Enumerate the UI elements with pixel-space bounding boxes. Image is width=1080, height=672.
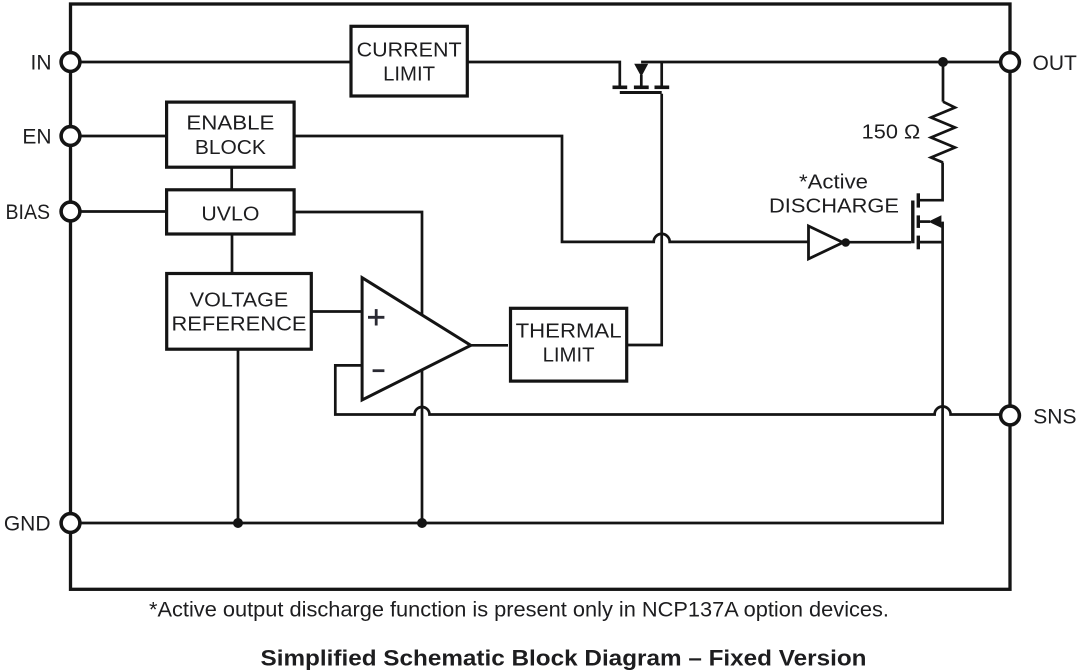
svg-text:THERMAL: THERMAL: [516, 321, 622, 343]
svg-text:UVLO: UVLO: [201, 204, 259, 226]
svg-text:*Active output discharge funct: *Active output discharge function is pre…: [149, 598, 889, 621]
svg-text:EN: EN: [22, 126, 51, 149]
svg-text:SNS: SNS: [1033, 405, 1076, 428]
svg-text:BIAS: BIAS: [6, 201, 51, 224]
svg-text:150 Ω: 150 Ω: [862, 122, 921, 144]
svg-text:GND: GND: [4, 513, 51, 536]
svg-text:CURRENT: CURRENT: [357, 40, 462, 62]
svg-text:DISCHARGE: DISCHARGE: [769, 196, 899, 218]
svg-text:LIMIT: LIMIT: [543, 345, 595, 367]
svg-text:*Active: *Active: [799, 172, 868, 194]
svg-text:LIMIT: LIMIT: [383, 64, 435, 86]
svg-text:REFERENCE: REFERENCE: [172, 313, 307, 335]
svg-text:Simplified Schematic Block Dia: Simplified Schematic Block Diagram – Fix…: [261, 645, 867, 670]
svg-text:VOLTAGE: VOLTAGE: [190, 290, 289, 312]
svg-text:IN: IN: [31, 52, 52, 75]
svg-text:OUT: OUT: [1033, 52, 1078, 75]
svg-text:ENABLE: ENABLE: [186, 113, 274, 135]
svg-text:BLOCK: BLOCK: [195, 137, 267, 159]
